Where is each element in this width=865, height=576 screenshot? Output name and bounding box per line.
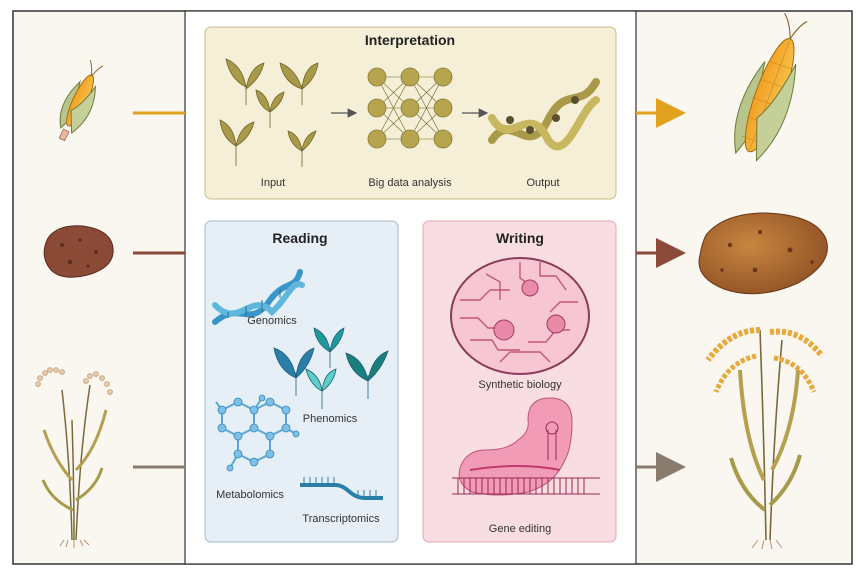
input-seedlings-icon bbox=[219, 58, 319, 167]
gene-editing-label: Gene editing bbox=[488, 523, 552, 535]
gene-editing-cas9-icon bbox=[452, 397, 600, 496]
transcriptomics-label: Transcriptomics bbox=[302, 513, 380, 525]
large-rice-plant-icon bbox=[705, 327, 825, 550]
synthetic-biology-label: Synthetic biology bbox=[478, 379, 562, 391]
writing-title: Writing bbox=[496, 230, 544, 246]
interpretation-title: Interpretation bbox=[364, 32, 456, 48]
genomics-dna-icon bbox=[212, 269, 305, 325]
large-corn-icon bbox=[734, 12, 808, 162]
phenomics-label: Phenomics bbox=[302, 413, 358, 425]
output-label: Output bbox=[526, 177, 560, 189]
phenomics-seedlings-icon bbox=[273, 327, 389, 409]
output-dna-icon bbox=[488, 78, 600, 151]
small-potato-icon bbox=[43, 225, 114, 278]
small-rice-plant-icon bbox=[35, 367, 113, 548]
synthetic-biology-circuit-icon bbox=[450, 257, 590, 375]
neural-network-icon bbox=[367, 67, 453, 149]
metabolomics-label: Metabolomics bbox=[216, 489, 284, 501]
metabolomics-molecule-icon bbox=[215, 394, 300, 472]
genomics-label: Genomics bbox=[247, 315, 297, 327]
input-label: Input bbox=[260, 177, 286, 189]
reading-title: Reading bbox=[272, 230, 328, 246]
large-potato-icon bbox=[698, 212, 828, 295]
small-corn-icon bbox=[58, 59, 104, 142]
big-data-analysis-label: Big data analysis bbox=[368, 177, 452, 189]
transcriptomics-strand-icon bbox=[300, 477, 383, 500]
